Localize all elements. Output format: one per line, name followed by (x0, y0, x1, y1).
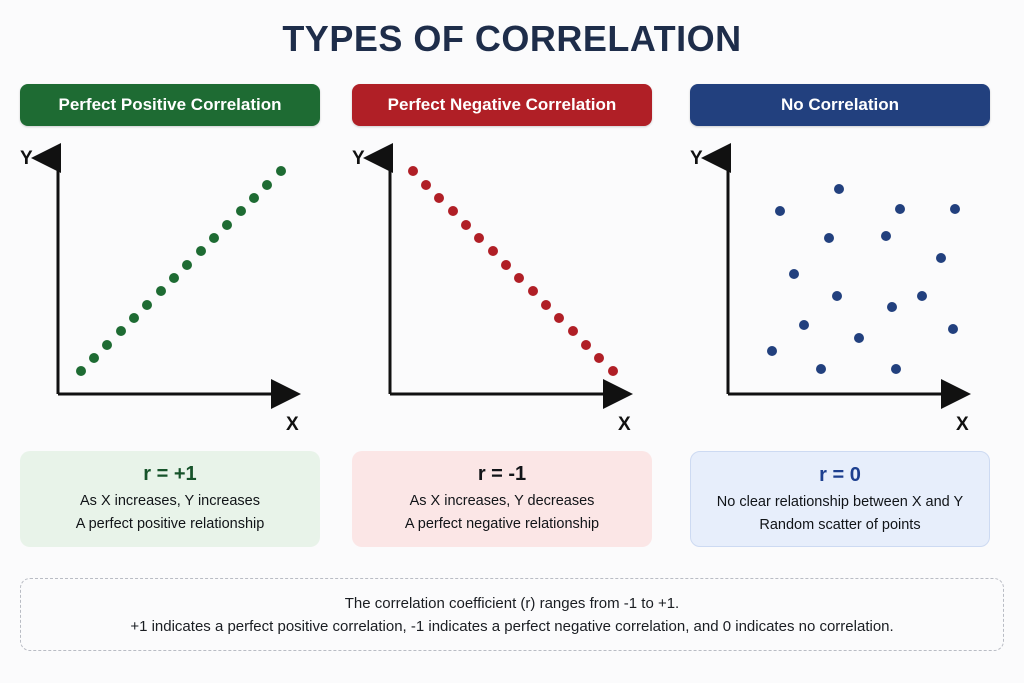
data-point (142, 299, 153, 310)
data-point (775, 206, 786, 217)
y-axis-label-negative: Y (352, 148, 365, 169)
data-point (540, 299, 551, 310)
footer-line-1: The correlation coefficient (r) ranges f… (344, 594, 680, 612)
column-no-correlation: No Correlation Y X r = 0 No clear relat (690, 84, 990, 547)
banner-no-correlation: No Correlation (690, 84, 990, 126)
data-point (916, 290, 927, 301)
data-point (222, 219, 233, 230)
x-axis-label-positive: X (286, 414, 299, 435)
data-point (501, 259, 511, 270)
column-positive-correlation: Perfect Positive Correlation Y X r = +1 (20, 84, 320, 547)
data-point (816, 364, 827, 375)
r-value-negative: r = -1 (477, 463, 527, 485)
data-point (434, 193, 445, 204)
data-point (894, 204, 905, 215)
data-point (554, 312, 565, 323)
data-point (594, 352, 605, 363)
data-point (262, 179, 273, 190)
footer-line-2: +1 indicates a perfect positive correlat… (130, 617, 894, 635)
data-point (275, 166, 286, 177)
data-point (950, 204, 960, 215)
data-point (948, 324, 959, 335)
scatter-plot-none: Y X (690, 142, 990, 447)
page-title: TYPES OF CORRELATION (282, 18, 742, 59)
data-point (155, 286, 166, 297)
data-point (881, 230, 892, 241)
card-line-2-negative: A perfect negative relationship (404, 516, 600, 532)
data-point (208, 233, 219, 244)
x-axis-label-negative: X (618, 414, 631, 435)
data-point (407, 166, 418, 177)
r-value-none: r = 0 (819, 464, 861, 486)
data-point (129, 312, 140, 323)
data-point (824, 233, 835, 244)
data-point (169, 273, 179, 283)
data-point (195, 246, 206, 257)
card-line-2-positive: A perfect positive relationship (75, 516, 265, 532)
axes-negative (363, 143, 633, 409)
data-point (832, 290, 843, 301)
data-point (447, 206, 458, 217)
data-point (89, 352, 100, 363)
data-point (487, 246, 498, 257)
data-point (182, 259, 193, 270)
banner-perfect-positive-correlation: Perfect Positive Correlation (20, 84, 320, 126)
card-line-1-negative: As X increases, Y decreases (409, 493, 595, 509)
axes-none (701, 143, 971, 409)
scatter-plot-positive: Y X (20, 142, 320, 447)
data-point (834, 184, 845, 195)
data-point (580, 339, 591, 350)
data-point (567, 326, 578, 337)
footer-note: The correlation coefficient (r) ranges f… (20, 578, 1004, 651)
data-point (248, 193, 259, 204)
data-point (461, 219, 472, 230)
data-point (788, 268, 799, 279)
data-point (767, 346, 778, 357)
summary-card-negative: r = -1 As X increases, Y decreases A per… (352, 451, 652, 547)
card-line-1-positive: As X increases, Y increases (80, 493, 260, 509)
data-point (514, 273, 525, 283)
summary-card-positive: r = +1 As X increases, Y increases A per… (20, 451, 320, 547)
data-point (474, 233, 485, 244)
x-axis-label-none: X (956, 414, 969, 435)
card-line-1-none: No clear relationship between X and Y (716, 494, 964, 510)
data-point (527, 286, 538, 297)
data-point (891, 364, 902, 375)
data-point (115, 326, 126, 337)
data-point (798, 319, 809, 330)
data-point (235, 206, 246, 217)
data-point (853, 332, 864, 343)
data-point (75, 366, 86, 377)
summary-card-none: r = 0 No clear relationship between X an… (690, 451, 990, 547)
banner-perfect-negative-correlation: Perfect Negative Correlation (352, 84, 652, 126)
y-axis-label-none: Y (690, 148, 703, 169)
data-point (887, 301, 898, 312)
card-line-2-none: Random scatter of points (759, 517, 921, 533)
data-point (102, 339, 113, 350)
data-point (607, 366, 618, 377)
y-axis-label-positive: Y (20, 148, 33, 169)
scatter-plot-negative: Y X (352, 142, 652, 447)
axes-positive (31, 143, 301, 409)
data-point (936, 253, 947, 264)
data-point (421, 179, 432, 190)
column-negative-correlation: Perfect Negative Correlation Y X r = -1 (352, 84, 652, 547)
r-value-positive: r = +1 (143, 463, 197, 485)
